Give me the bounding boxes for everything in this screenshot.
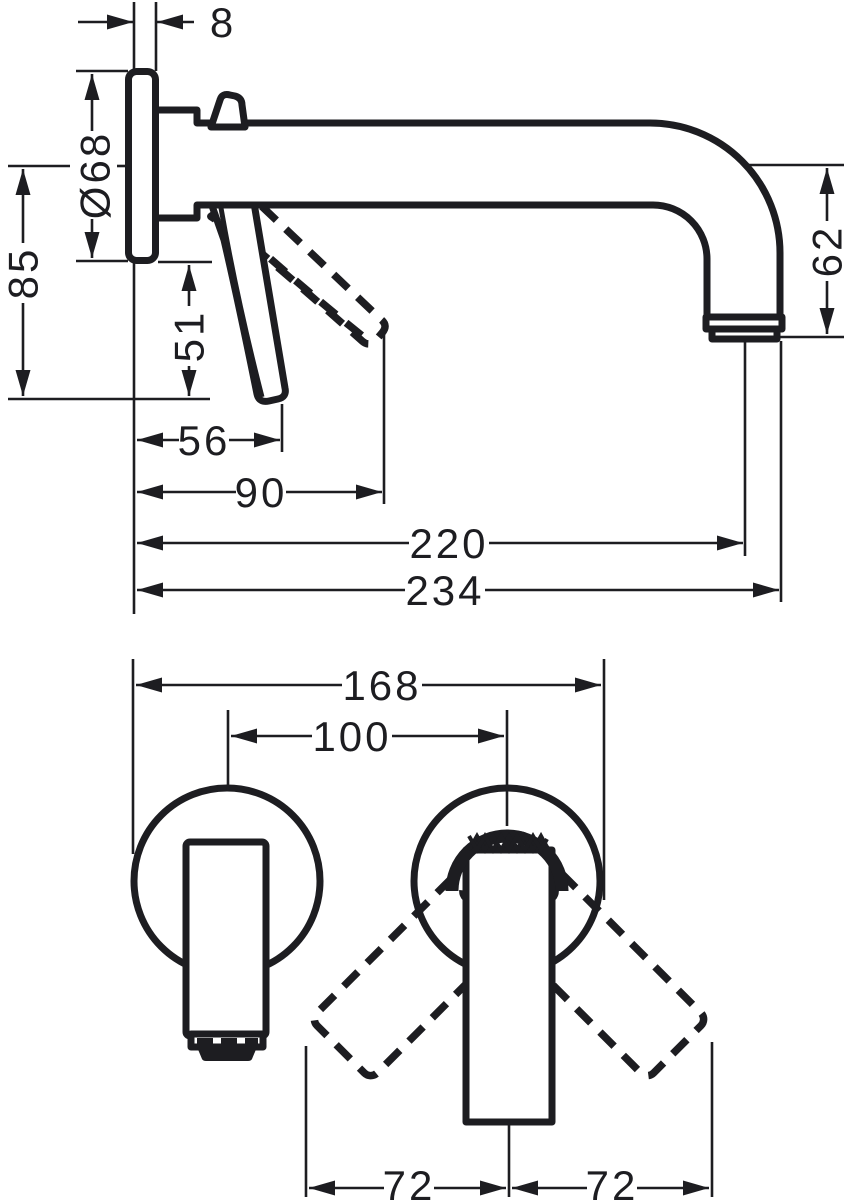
front-view bbox=[130, 659, 714, 1197]
handle-lever-side bbox=[207, 199, 289, 405]
dim-plate-to-handle-tip: 51 bbox=[166, 310, 213, 363]
handle-knurl-hatching bbox=[467, 831, 549, 855]
side-view bbox=[8, 2, 844, 614]
handle-tip-side bbox=[207, 91, 249, 131]
dim-swing-right: 72 bbox=[586, 1162, 639, 1200]
aerator-front bbox=[187, 1030, 267, 1061]
side-extension-lines bbox=[8, 2, 844, 614]
dim-axis-to-handle-tip: 85 bbox=[0, 247, 47, 300]
front-extension-lines bbox=[131, 659, 714, 1197]
handle-swung-dashed-side bbox=[207, 186, 389, 348]
spout-side bbox=[151, 106, 784, 321]
dim-plate-thickness: 8 bbox=[210, 0, 236, 46]
dim-total-projection: 234 bbox=[405, 567, 484, 614]
dim-outlet-drop: 62 bbox=[804, 225, 851, 278]
dim-swing-left: 72 bbox=[383, 1162, 436, 1200]
aerator-side bbox=[702, 313, 786, 343]
handle-front bbox=[462, 846, 556, 1126]
dim-centers-distance: 100 bbox=[312, 713, 391, 760]
wall-plate-side bbox=[125, 68, 159, 264]
spout-front bbox=[182, 838, 270, 1040]
dim-handle-swing-reach: 90 bbox=[235, 469, 288, 516]
dim-escutcheon-diameter: Ø68 bbox=[72, 131, 119, 219]
dim-total-width: 168 bbox=[342, 662, 421, 709]
dim-handle-reach: 56 bbox=[178, 417, 231, 464]
dim-spout-reach: 220 bbox=[409, 520, 488, 567]
